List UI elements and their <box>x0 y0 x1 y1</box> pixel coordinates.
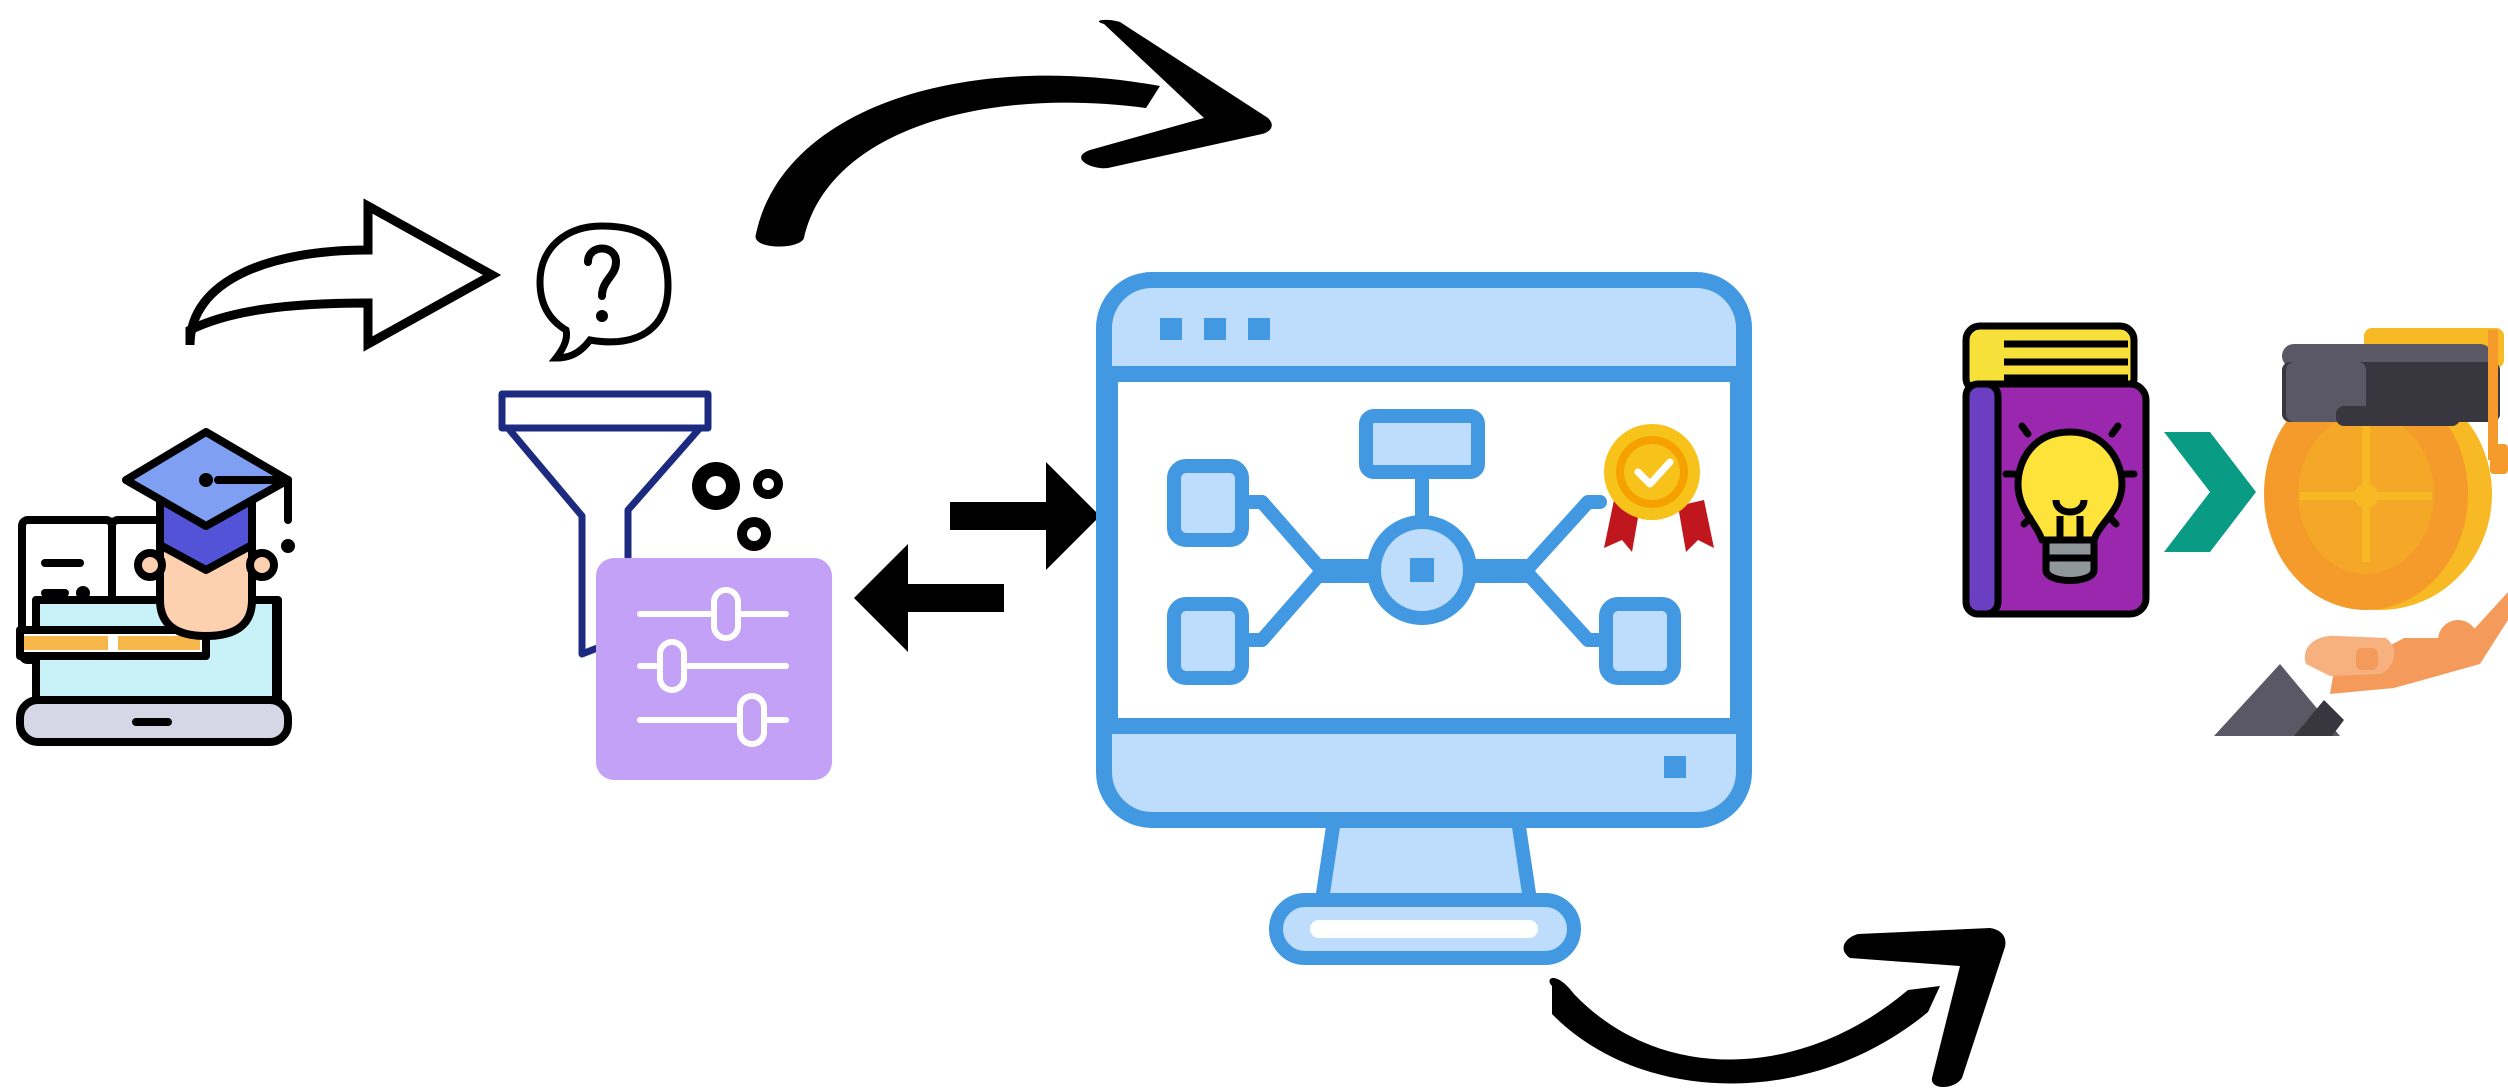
settings-sliders-icon <box>596 558 832 780</box>
gears-icon <box>692 462 783 551</box>
question-bubble-icon <box>536 222 672 362</box>
award-badge-icon <box>1604 424 1714 552</box>
idea-book-icon <box>1962 322 2150 618</box>
filter-funnel-icon <box>498 390 712 658</box>
student-laptop-icon <box>16 428 295 746</box>
graduation-coin-hand-icon <box>2214 328 2508 736</box>
chevron-right-icon <box>2164 432 2256 552</box>
bidirectional-arrows-icon <box>854 462 1100 652</box>
curved-arrow-top-icon <box>755 19 1272 247</box>
hollow-arrow-right-icon <box>185 198 502 352</box>
monitor-flowchart-icon <box>1096 272 1752 965</box>
curved-arrow-bottom-icon <box>1549 928 2006 1087</box>
